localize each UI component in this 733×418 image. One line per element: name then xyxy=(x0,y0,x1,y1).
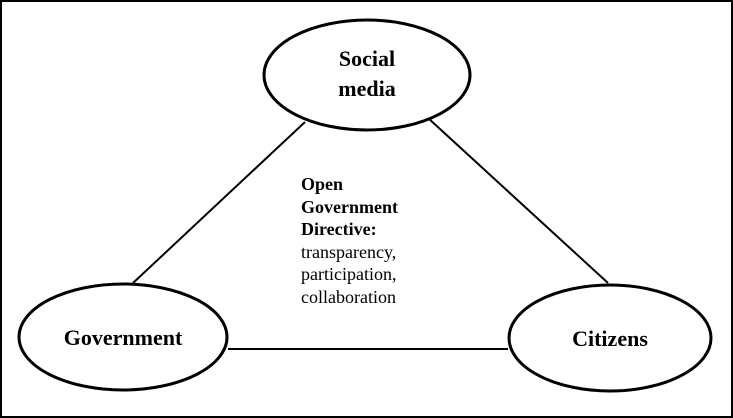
node-citizens-label: Citizens xyxy=(572,326,648,351)
directive-title-line2: Government xyxy=(301,196,398,217)
node-social-media-shape xyxy=(262,18,472,132)
node-government-shape xyxy=(17,282,229,392)
node-social-media-label: Social media xyxy=(317,44,417,104)
node-citizens-shape xyxy=(507,283,713,393)
node-social-media-line2: media xyxy=(338,76,396,101)
open-government-directive-text: Open Government Directive: transparency,… xyxy=(301,173,398,309)
directive-item: collaboration xyxy=(301,286,396,307)
edge-social-media-citizens xyxy=(427,117,609,284)
edge-social-media-government xyxy=(132,121,306,284)
directive-item: transparency, xyxy=(301,241,397,262)
node-social-media-line1: Social xyxy=(338,46,396,71)
directive-title-line1: Open xyxy=(301,174,344,194)
directive-title-line3: Directive: xyxy=(301,219,377,240)
node-government-label: Government xyxy=(63,325,183,350)
directive-item: participation, xyxy=(301,264,397,285)
